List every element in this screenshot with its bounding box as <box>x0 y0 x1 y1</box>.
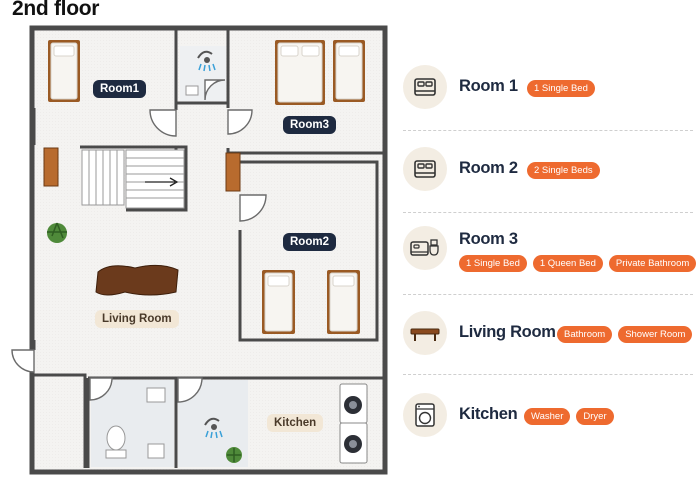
bed-icon <box>403 147 447 191</box>
tag: 1 Queen Bed <box>532 255 603 272</box>
room2-label: Room2 <box>283 233 336 251</box>
tag: Washer <box>524 408 571 425</box>
legend-row-room1: Room 1 1 Single Bed <box>403 65 693 109</box>
bed-room2-right <box>327 270 360 334</box>
tag: Bathroom <box>557 326 613 343</box>
tag: 1 Single Bed <box>527 80 595 97</box>
floor-plan <box>11 25 388 475</box>
room1-label: Room1 <box>93 80 146 98</box>
tag: Dryer <box>576 408 614 425</box>
bed-room2-left <box>262 270 295 334</box>
legend-name: Room 1 <box>459 77 518 95</box>
legend-name: Room 2 <box>459 159 518 177</box>
door-room1 <box>43 147 59 187</box>
living-room-label: Living Room <box>95 310 179 328</box>
bathroom-fixtures <box>105 387 166 459</box>
tag: 2 Single Beds <box>527 162 600 179</box>
tag: Private Bathroom <box>608 255 697 272</box>
washer <box>339 383 368 424</box>
divider <box>403 294 693 295</box>
bed-room1 <box>48 40 80 102</box>
bed-icon <box>403 65 447 109</box>
divider <box>403 212 693 213</box>
tag: 1 Single Bed <box>459 255 527 272</box>
coffee-table-icon <box>403 311 447 355</box>
queen-bed-room3 <box>275 40 325 105</box>
divider <box>403 374 693 375</box>
legend-row-kitchen: Kitchen Washer Dryer <box>403 393 693 437</box>
divider <box>403 130 693 131</box>
legend-row-room2: Room 2 2 Single Beds <box>403 147 693 191</box>
stairs <box>81 149 185 209</box>
shower-icon-lower <box>204 417 223 439</box>
tag: Shower Room <box>618 326 693 343</box>
legend-name: Living Room <box>459 323 556 341</box>
kitchen-label: Kitchen <box>267 414 324 432</box>
door-room3 <box>225 152 241 192</box>
interior-walls <box>32 30 383 468</box>
legend-name: Kitchen <box>459 405 518 423</box>
plant-living <box>47 222 67 243</box>
single-bed-room3 <box>333 40 365 102</box>
page-title: 2nd floor <box>12 0 100 20</box>
room3-label: Room3 <box>283 116 336 134</box>
dryer <box>339 422 368 464</box>
shower-icon-upper <box>185 50 216 96</box>
plant-shower <box>226 447 242 463</box>
washer-icon <box>403 393 447 437</box>
coffee-table <box>95 264 179 296</box>
legend-row-living-room: Living Room Bathroom Shower Room <box>403 311 693 355</box>
bed-and-toilet-icon <box>403 226 447 270</box>
legend-row-room3: Room 3 1 Single Bed 1 Queen Bed Private … <box>403 226 697 272</box>
door-swings <box>11 79 267 403</box>
legend-name: Room 3 <box>459 230 518 248</box>
